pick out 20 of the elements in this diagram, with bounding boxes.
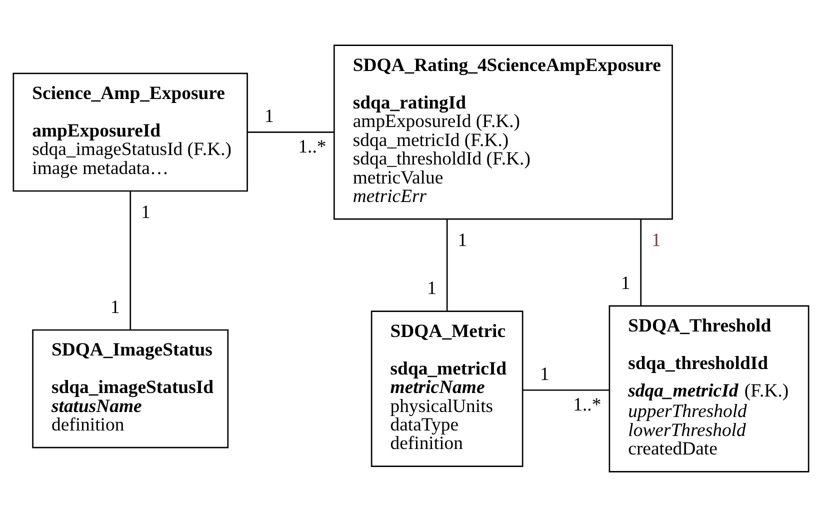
label: 1 bbox=[141, 201, 150, 222]
node-box: SDQA_Metric sdqa_metricId metricName physicalUnits dataType definition bbox=[370, 310, 524, 466]
connector bbox=[522, 388, 610, 390]
label: 1 bbox=[427, 278, 436, 299]
node-box: SDQA_Rating_4ScienceAmpExposure sdqa_ratingId ampExposureId (F.K.) sdqa_metricId (F.K.) sdqa_thresholdId (F.K.) metricValue metricErr bbox=[333, 44, 673, 220]
label: 1 bbox=[264, 105, 274, 126]
connector bbox=[247, 131, 334, 132]
connector bbox=[446, 218, 448, 311]
node-box: SDQA_ImageStatus sdqa_imageStatusId statusName definition bbox=[32, 328, 229, 448]
connector bbox=[130, 190, 132, 330]
label: 1 bbox=[620, 272, 630, 294]
label: 1 bbox=[652, 229, 661, 250]
node-box: SDQA_Threshold sdqa_thresholdId sdqa_metricId (F.K.) upperThreshold lowerThreshold createdDate bbox=[608, 304, 810, 472]
connector bbox=[640, 218, 642, 306]
label: 1 bbox=[110, 296, 120, 318]
label: 1 bbox=[458, 229, 468, 250]
label: 1..* bbox=[298, 136, 326, 157]
label: 1 bbox=[540, 363, 550, 384]
label: 1..* bbox=[573, 394, 602, 415]
node-box: Science_Amp_Exposure ampExposureId sdqa_imageStatusId (F.K.) image metadata… bbox=[12, 72, 248, 192]
